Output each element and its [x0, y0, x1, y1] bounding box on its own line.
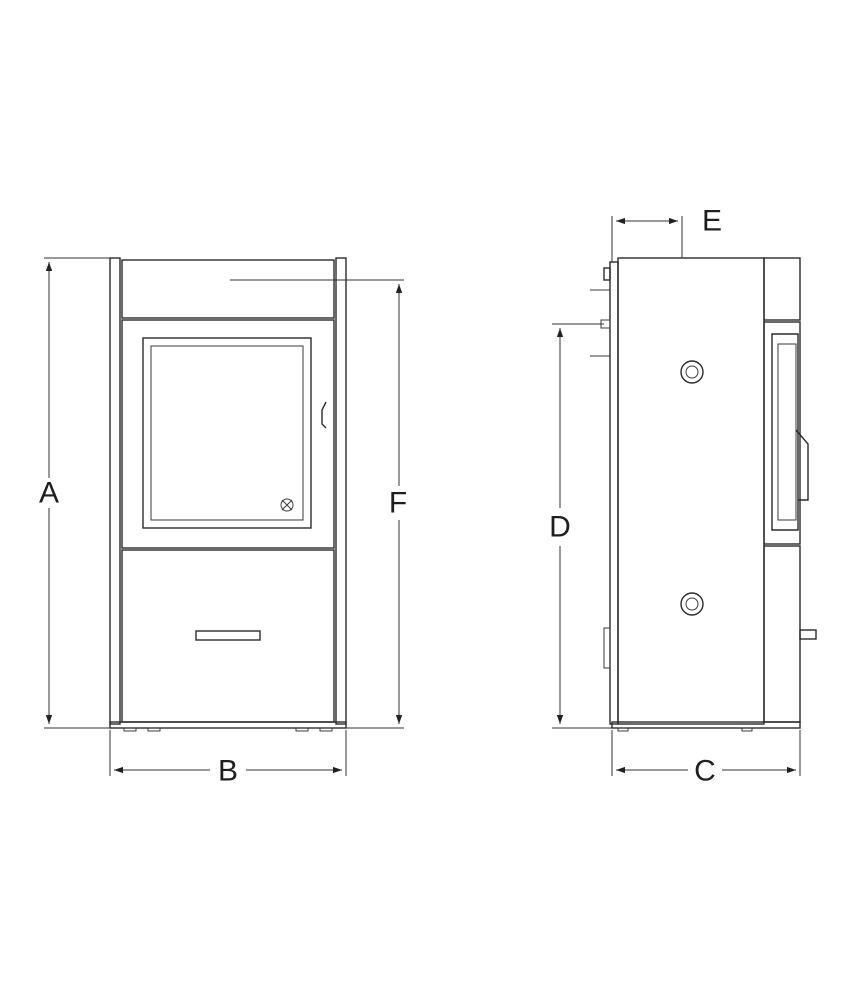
logo-badge: [280, 498, 294, 512]
side-main-body: [617, 257, 765, 725]
dimension-label-d: D: [549, 511, 571, 544]
front-right-side-panel: [335, 257, 347, 725]
front-ash-drawer: [121, 549, 335, 723]
side-dimensions: [552, 216, 801, 776]
drawer-handle: [195, 630, 261, 641]
side-upper-knob: [680, 360, 704, 384]
front-base: [109, 721, 347, 729]
dimension-label-e: E: [702, 205, 722, 238]
front-top-panel: [121, 259, 335, 319]
door-handle: [321, 401, 327, 429]
front-dimensions: [44, 257, 404, 776]
side-drawer-profile: [763, 545, 801, 723]
dimension-label-c: C: [694, 755, 716, 788]
front-glass-outer: [142, 337, 312, 529]
front-left-side-panel: [109, 257, 121, 725]
dimension-label-f: F: [389, 487, 407, 520]
side-door-profile: [763, 321, 801, 545]
side-base: [611, 721, 801, 729]
side-rear-plate: [609, 261, 619, 725]
dimension-label-b: B: [218, 755, 238, 788]
front-door-frame: [121, 319, 335, 549]
front-view: [109, 257, 347, 732]
side-lower-knob: [680, 592, 704, 616]
side-view: [590, 257, 817, 732]
dimension-label-a: A: [39, 477, 59, 510]
side-top-front: [763, 257, 801, 321]
front-glass-inner: [150, 345, 304, 521]
